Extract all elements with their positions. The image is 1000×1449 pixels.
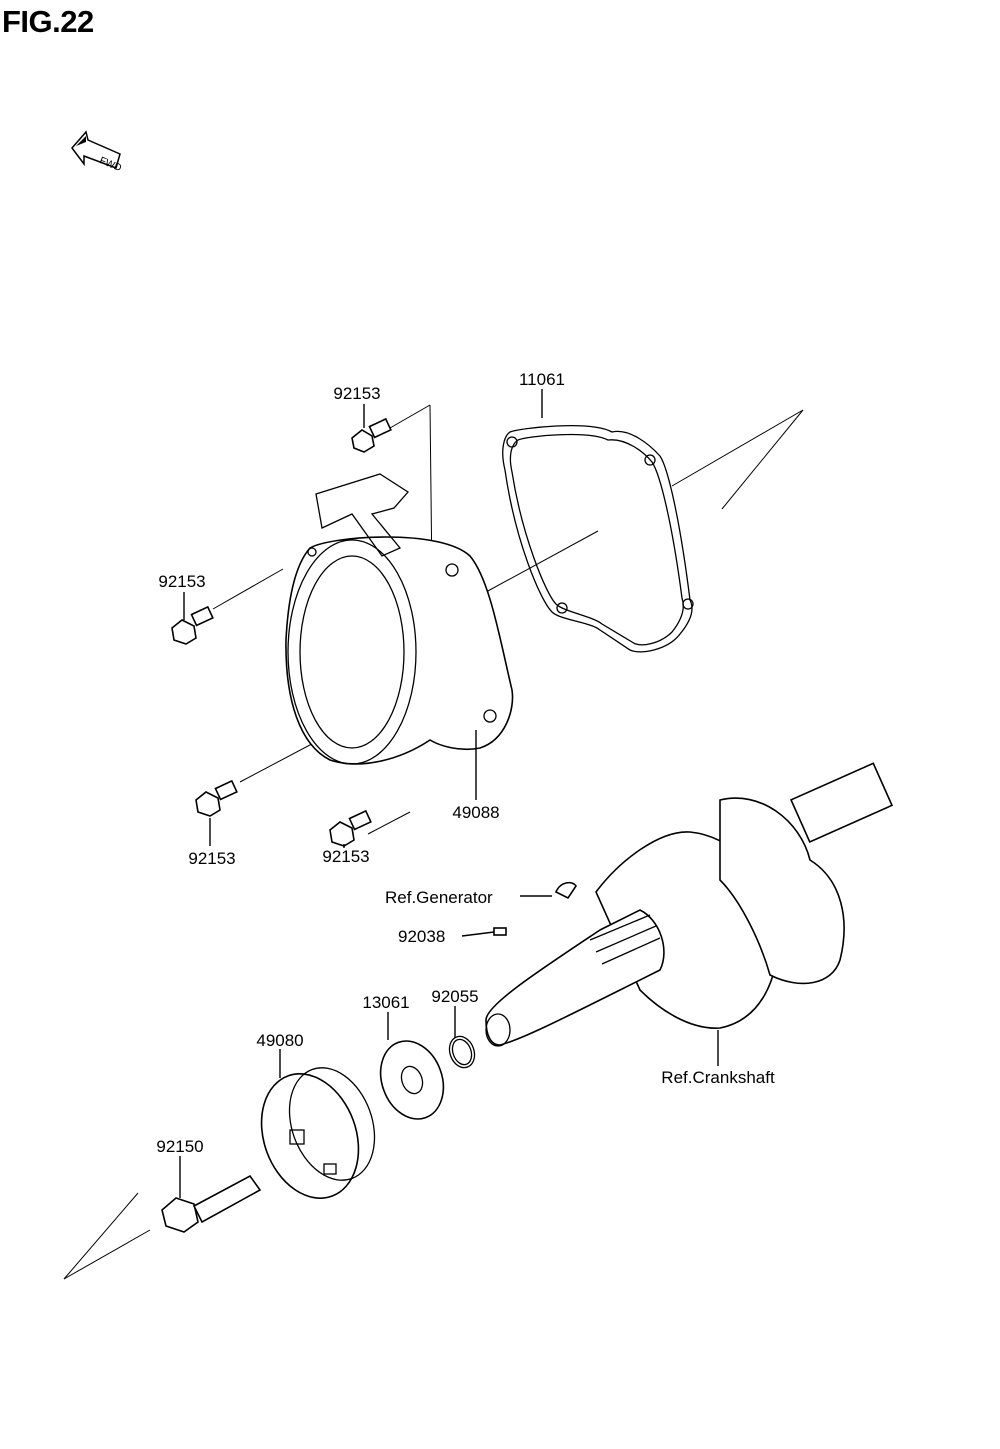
recoil-starter-49088 (285, 473, 514, 765)
fwd-arrow-icon: FWD (71, 130, 123, 174)
oring-92055 (448, 1035, 476, 1069)
leader-lines (179, 389, 719, 1198)
label-49088: 49088 (452, 803, 499, 822)
label-11061: 11061 (519, 370, 565, 389)
starter-cup-49080 (260, 1067, 376, 1199)
label-92153-top: 92153 (333, 384, 380, 403)
bolt-92153-left (171, 605, 214, 645)
label-13061: 13061 (362, 993, 409, 1012)
crankshaft (485, 762, 894, 1047)
label-92153-lower-left: 92153 (188, 849, 235, 868)
label-92038: 92038 (398, 927, 445, 946)
figure-title: FIG.22 (2, 4, 94, 39)
label-ref-crankshaft: Ref.Crankshaft (661, 1068, 775, 1087)
bolt-92153-lower-mid (329, 809, 372, 847)
crank-bolt-92150 (161, 1174, 262, 1233)
woodruff-key-ref-generator (554, 881, 577, 900)
label-92153-left: 92153 (158, 572, 205, 591)
part-labels: 11061 92153 92153 92153 92153 49088 Ref.… (156, 370, 775, 1156)
label-92153-lower-mid: 92153 (322, 847, 369, 866)
pulley-13061 (379, 1040, 445, 1120)
bolt-92153-lower-left (195, 779, 238, 817)
gasket-11061 (502, 425, 694, 653)
label-92150: 92150 (156, 1137, 203, 1156)
bolt-92153-top (351, 417, 392, 453)
key-92038 (493, 927, 507, 936)
label-49080: 49080 (256, 1031, 303, 1050)
label-92055: 92055 (431, 987, 478, 1006)
label-ref-generator: Ref.Generator (385, 888, 493, 907)
